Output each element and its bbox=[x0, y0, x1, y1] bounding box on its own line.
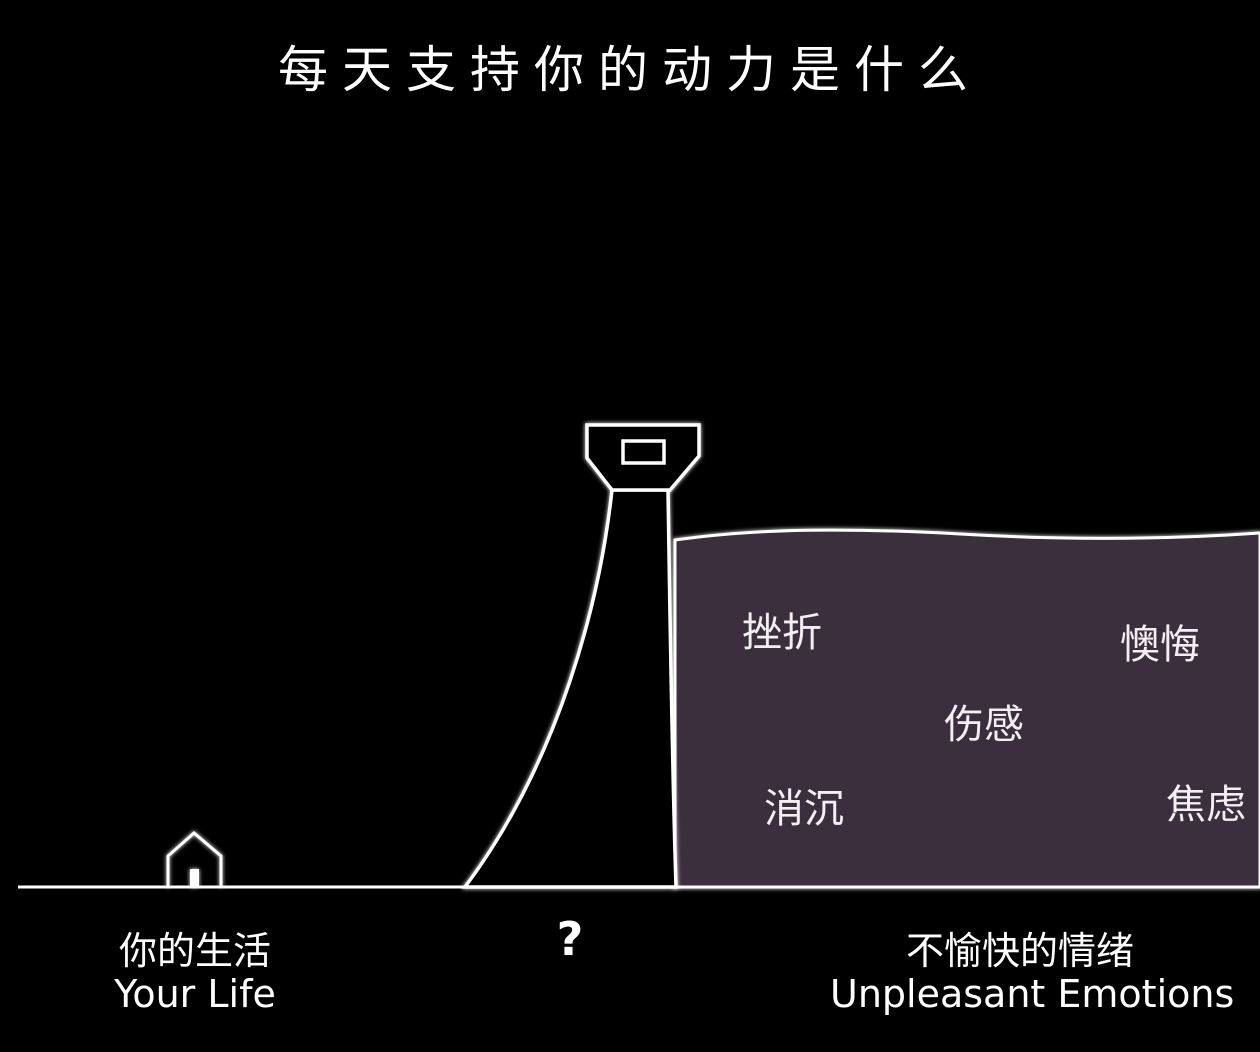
emotion-label: 消沉 bbox=[764, 786, 844, 832]
question-mark: ? bbox=[556, 912, 584, 966]
emotion-label: 伤感 bbox=[944, 702, 1024, 748]
your-life-label-en: Your Life bbox=[114, 972, 276, 1016]
emotion-label: 焦虑 bbox=[1166, 782, 1246, 828]
unpleasant-emotions-label-en: Unpleasant Emotions bbox=[830, 972, 1235, 1016]
emotion-label: 挫折 bbox=[742, 610, 822, 656]
your-life-label-zh: 你的生活 bbox=[118, 929, 271, 973]
house-icon bbox=[166, 831, 223, 887]
emotion-label: 懊悔 bbox=[1120, 622, 1200, 668]
lighthouse-icon bbox=[461, 423, 701, 889]
unpleasant-emotions-label-zh: 不愉快的情绪 bbox=[905, 929, 1134, 973]
page-title: 每天支持你的动力是什么 bbox=[278, 41, 982, 99]
emotion-sea bbox=[673, 528, 1260, 889]
